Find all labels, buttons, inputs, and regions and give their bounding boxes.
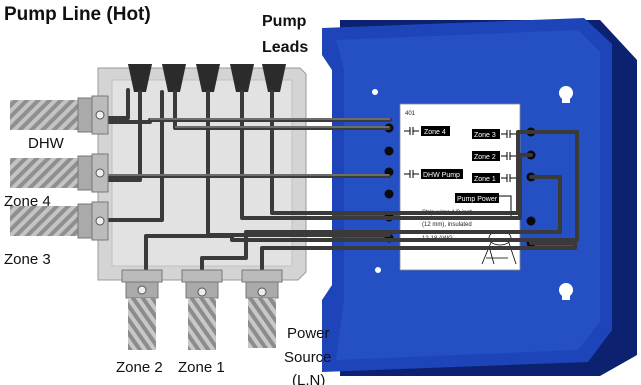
wire-zone4-2 [104, 90, 142, 182]
wire-nut-2 [162, 64, 186, 92]
model-number: 401 [405, 111, 416, 117]
cable-label-zone2: Zone 2 [116, 359, 163, 376]
cable-power-screw [257, 287, 267, 297]
cable-zone2-braid [128, 298, 156, 350]
cable-zone3-connector [77, 203, 93, 239]
bottom-cables [121, 269, 283, 350]
cable-label-dhw: DHW [28, 135, 65, 152]
cable-power-braid [248, 298, 276, 348]
cable-power-fitting [241, 269, 283, 283]
control-module: 401 [322, 18, 637, 376]
left-cables [10, 95, 109, 241]
cable-zone2-screw [137, 285, 147, 295]
pump-leads-label-line2: Leads [262, 39, 308, 56]
terminal-symbols [404, 127, 516, 220]
power-source-label-line1: Power [287, 325, 330, 342]
tag-pump-power [455, 193, 499, 203]
cable-dhw-connector [77, 97, 93, 133]
terminal-plate [399, 103, 521, 271]
wire-pump-3 [240, 90, 533, 220]
wires [104, 88, 579, 272]
wire-power-3 [260, 241, 577, 272]
screw-bottom-left [375, 267, 381, 273]
cable-zone3-braid [10, 206, 78, 236]
cable-zone2-fitting [121, 269, 163, 283]
wire-dhw-2 [104, 118, 392, 124]
tag-zone4 [421, 126, 450, 136]
cable-zone4-screw [95, 168, 105, 178]
mount-slot-top [562, 93, 570, 103]
cable-zone4-connector [77, 155, 93, 191]
cable-zone1-fitting [181, 269, 223, 283]
tag-zone1 [472, 173, 500, 183]
wire-nut-5 [262, 64, 286, 92]
terminal-label-zone3: Zone 3 [474, 132, 496, 139]
cable-dhw-screw [95, 110, 105, 120]
cable-label-zone4: Zone 4 [4, 193, 51, 210]
power-source-label-line2: Source [284, 349, 332, 366]
terminal-label-zone2: Zone 2 [474, 154, 496, 161]
tag-zone2 [472, 151, 500, 161]
terminal-label-dhw-pump: DHW Pump [423, 172, 460, 179]
cable-zone4-braid [10, 158, 78, 188]
cable-zone3-screw [95, 216, 105, 226]
wire-highlights [106, 118, 390, 176]
terminal-label-zone4: Zone 4 [424, 129, 446, 136]
wire-pump-4 [270, 90, 533, 215]
mount-slot-bottom [562, 290, 570, 300]
wire-dhw-1 [104, 88, 130, 120]
tag-dhw-pump [421, 169, 463, 179]
wire-power-1 [144, 130, 579, 272]
terminal-labels: Zone 4 Zone 3 Zone 2 DHW Pump Zone 1 Pum… [421, 126, 500, 203]
cable-label-zone3: Zone 3 [4, 251, 51, 268]
cable-zone1-screw [197, 287, 207, 297]
instruction-line2: (12 mm), insulated [422, 222, 472, 228]
diagram-title: Pump Line (Hot) [4, 4, 151, 25]
terminal-label-pump-power: Pump Power [457, 196, 498, 203]
wire-zone3-1 [104, 90, 164, 222]
tag-zone3 [472, 129, 500, 139]
wire-pump-1 [173, 90, 391, 130]
cable-dhw-braid [10, 100, 78, 130]
wire-nut-4 [230, 64, 254, 92]
power-source-label-line3: (L,N) [292, 372, 325, 385]
pump-leads-label-line1: Pump [262, 13, 307, 30]
cable-zone1-braid [188, 298, 216, 350]
cable-label-zone1: Zone 1 [178, 359, 225, 376]
screw-top-left [372, 89, 378, 95]
wire-nut-1 [128, 64, 152, 92]
wire-nut-3 [196, 64, 220, 92]
wire-power-2 [200, 175, 562, 272]
wire-connectors [128, 64, 286, 92]
terminal-label-zone1: Zone 1 [474, 176, 496, 183]
